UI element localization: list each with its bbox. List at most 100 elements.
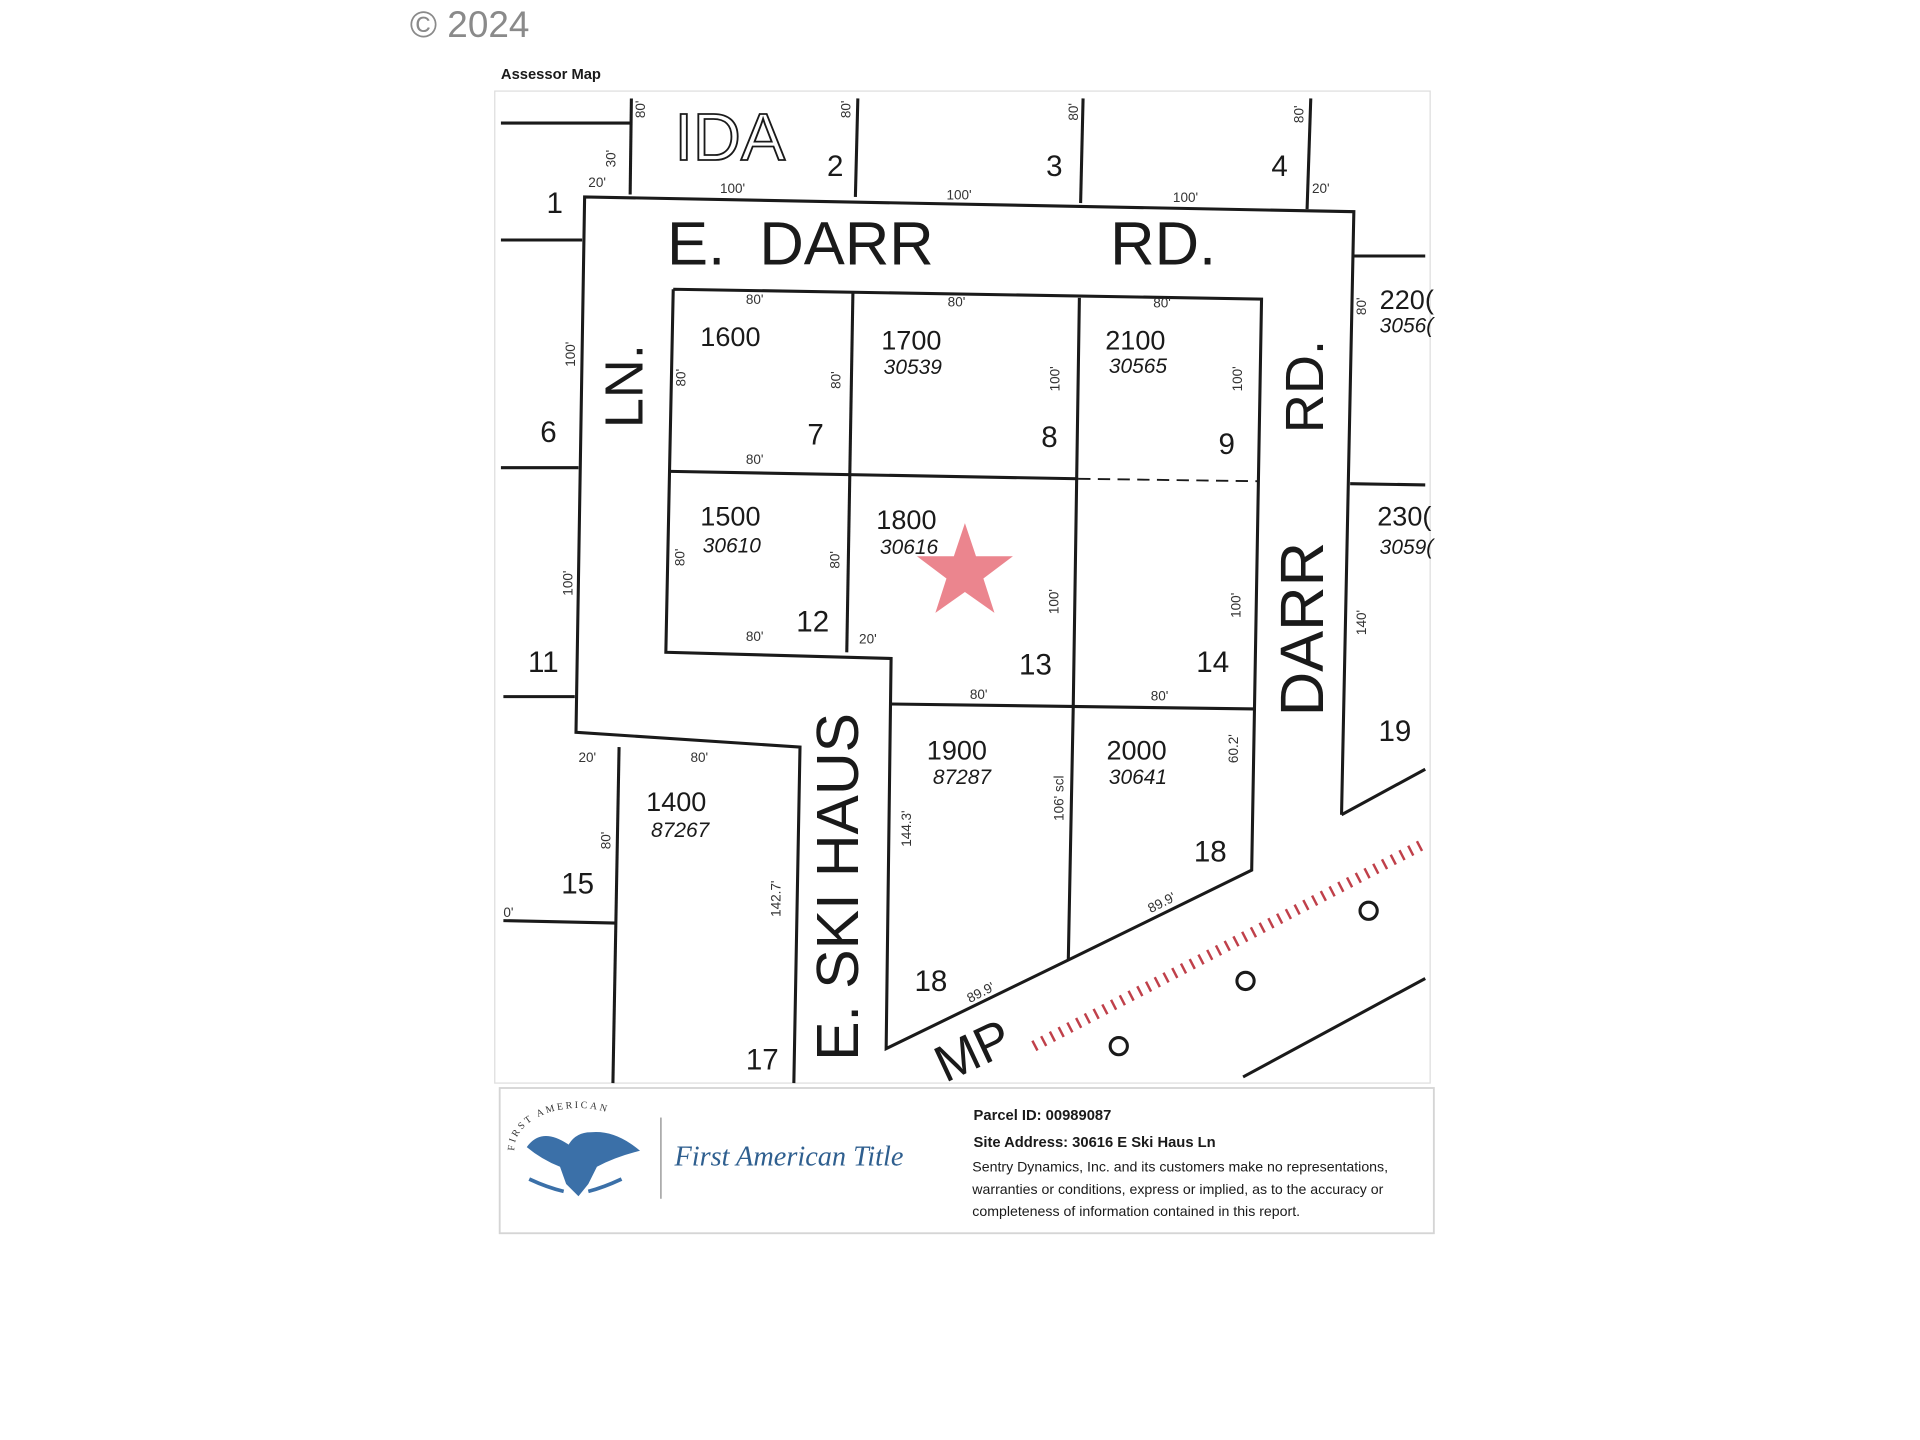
map-label: 142.7' bbox=[768, 881, 783, 917]
block-outline bbox=[664, 287, 1264, 1052]
map-label: 80' bbox=[690, 750, 708, 765]
map-label: 3059( bbox=[1380, 536, 1436, 559]
parcel-labels: 1600 1700 30539 2100 30565 1500 30610 18… bbox=[646, 284, 1435, 842]
map-label: 100' bbox=[560, 571, 575, 596]
map-label: 80' bbox=[827, 551, 842, 569]
map-label: 100' bbox=[563, 342, 578, 367]
map-label: 80' bbox=[674, 369, 689, 387]
map-label: E. DARR bbox=[667, 210, 934, 279]
map-label: IDA bbox=[674, 101, 785, 175]
map-label: 3056( bbox=[1380, 314, 1436, 337]
map-label: 80' bbox=[1354, 297, 1369, 315]
map-label: 11 bbox=[528, 646, 559, 679]
map-label: 20' bbox=[859, 632, 877, 647]
map-label: 80' bbox=[1151, 688, 1169, 703]
map-label: 1900 bbox=[927, 734, 987, 765]
map-label: 1500 bbox=[700, 501, 760, 532]
map-label: 80' bbox=[838, 101, 853, 119]
map-label: 15 bbox=[561, 868, 594, 901]
map-label: 87287 bbox=[933, 766, 993, 789]
map-label: 14 bbox=[1196, 646, 1229, 679]
map-label: 17 bbox=[746, 1044, 779, 1077]
map-label: 100' bbox=[1046, 589, 1061, 614]
map-label: 100' bbox=[1229, 593, 1244, 618]
map-label: 100' bbox=[946, 187, 971, 202]
map-label: 140' bbox=[1354, 610, 1369, 635]
map-label: 80' bbox=[598, 832, 613, 850]
map-label: 4 bbox=[1271, 150, 1287, 183]
map-label: 230( bbox=[1377, 501, 1431, 532]
map-label: 2 bbox=[827, 150, 843, 183]
marker-circle bbox=[1358, 900, 1379, 921]
map-label: 1 bbox=[546, 187, 562, 220]
map-label: 60.2' bbox=[1226, 734, 1241, 763]
map-label: 80' bbox=[1066, 103, 1081, 121]
map-label: 3 bbox=[1046, 150, 1062, 183]
map-label: 80' bbox=[948, 294, 966, 309]
map-label: 18 bbox=[1194, 836, 1227, 869]
title-company-footer: FIRST AMERICAN First American Title Parc… bbox=[498, 1087, 1435, 1235]
map-label: 30641 bbox=[1109, 766, 1167, 789]
disclaimer-line: completeness of information contained in… bbox=[972, 1203, 1300, 1219]
map-label: 20' bbox=[588, 175, 606, 190]
dimension-labels: 80' 80' 80' 30' 20' 100' 100' 100' 20' 8… bbox=[503, 101, 1369, 1006]
map-label: 20' bbox=[1312, 181, 1330, 196]
map-label: 106' scl bbox=[1051, 776, 1066, 821]
map-label: 220( bbox=[1380, 284, 1434, 315]
map-heading: Assessor Map bbox=[501, 67, 601, 83]
brand-name: First American Title bbox=[673, 1142, 903, 1173]
map-label: 13 bbox=[1019, 648, 1052, 681]
marker-circle bbox=[1235, 970, 1256, 992]
map-label: 1600 bbox=[700, 321, 760, 352]
parcel-id: Parcel ID: 00989087 bbox=[974, 1108, 1112, 1124]
map-label: 100' bbox=[720, 181, 745, 196]
map-label: 1400 bbox=[646, 786, 706, 817]
map-label: 18 bbox=[914, 965, 947, 998]
map-label: 100' bbox=[1048, 366, 1063, 391]
map-label: 9 bbox=[1218, 428, 1234, 461]
map-label: 80' bbox=[633, 101, 648, 119]
map-label: 30610 bbox=[703, 535, 762, 558]
map-label: 6 bbox=[540, 416, 556, 449]
map-label: 30565 bbox=[1109, 355, 1168, 378]
map-label: 80' bbox=[746, 629, 764, 644]
site-address: Site Address: 30616 E Ski Haus Ln bbox=[974, 1135, 1216, 1151]
street-labels: IDA E. DARR RD. LN. RD. DARR E. SKI HAUS… bbox=[594, 100, 1337, 1093]
map-label: 80' bbox=[1291, 105, 1306, 123]
map-label: 8 bbox=[1041, 421, 1057, 454]
map-label: 87267 bbox=[651, 819, 711, 842]
disclaimer-line: Sentry Dynamics, Inc. and its customers … bbox=[972, 1159, 1388, 1175]
road-outline bbox=[574, 195, 1356, 1084]
map-label: E. SKI HAUS bbox=[805, 713, 871, 1061]
map-label: 2000 bbox=[1106, 734, 1166, 765]
map-label: RD. bbox=[1110, 210, 1216, 279]
marker-circle bbox=[1108, 1036, 1129, 1057]
disclaimer-line: warranties or conditions, express or imp… bbox=[971, 1181, 1383, 1197]
map-label: RD. bbox=[1275, 340, 1335, 433]
map-label: 1700 bbox=[881, 325, 941, 356]
map-label: 1800 bbox=[876, 504, 936, 535]
map-label: 19 bbox=[1378, 715, 1411, 748]
map-label: 30' bbox=[603, 150, 618, 168]
map-label: LN. bbox=[594, 344, 654, 428]
map-label: 7 bbox=[807, 418, 823, 451]
map-label: 30539 bbox=[884, 356, 943, 379]
map-label: 80' bbox=[1153, 296, 1171, 311]
map-label: 100' bbox=[1230, 366, 1245, 391]
map-label: DARR bbox=[1268, 542, 1337, 716]
map-label: 12 bbox=[796, 605, 829, 638]
map-label: 80' bbox=[970, 687, 988, 702]
lot-numbers: 1 2 3 4 6 11 15 17 19 7 8 9 12 13 14 18 … bbox=[528, 150, 1411, 1077]
map-label: 20' bbox=[578, 750, 596, 765]
map-label: 0' bbox=[503, 905, 513, 920]
map-label: 80' bbox=[829, 371, 844, 389]
subject-property-star-icon bbox=[916, 523, 1013, 613]
map-label: 30616 bbox=[880, 536, 939, 559]
copyright-watermark: © 2024 bbox=[410, 4, 530, 45]
map-label: 144.3' bbox=[899, 810, 914, 846]
map-label: 80' bbox=[672, 549, 687, 567]
map-frame bbox=[494, 90, 1431, 1084]
map-label: 80' bbox=[746, 452, 764, 467]
map-label: 2100 bbox=[1105, 325, 1165, 356]
